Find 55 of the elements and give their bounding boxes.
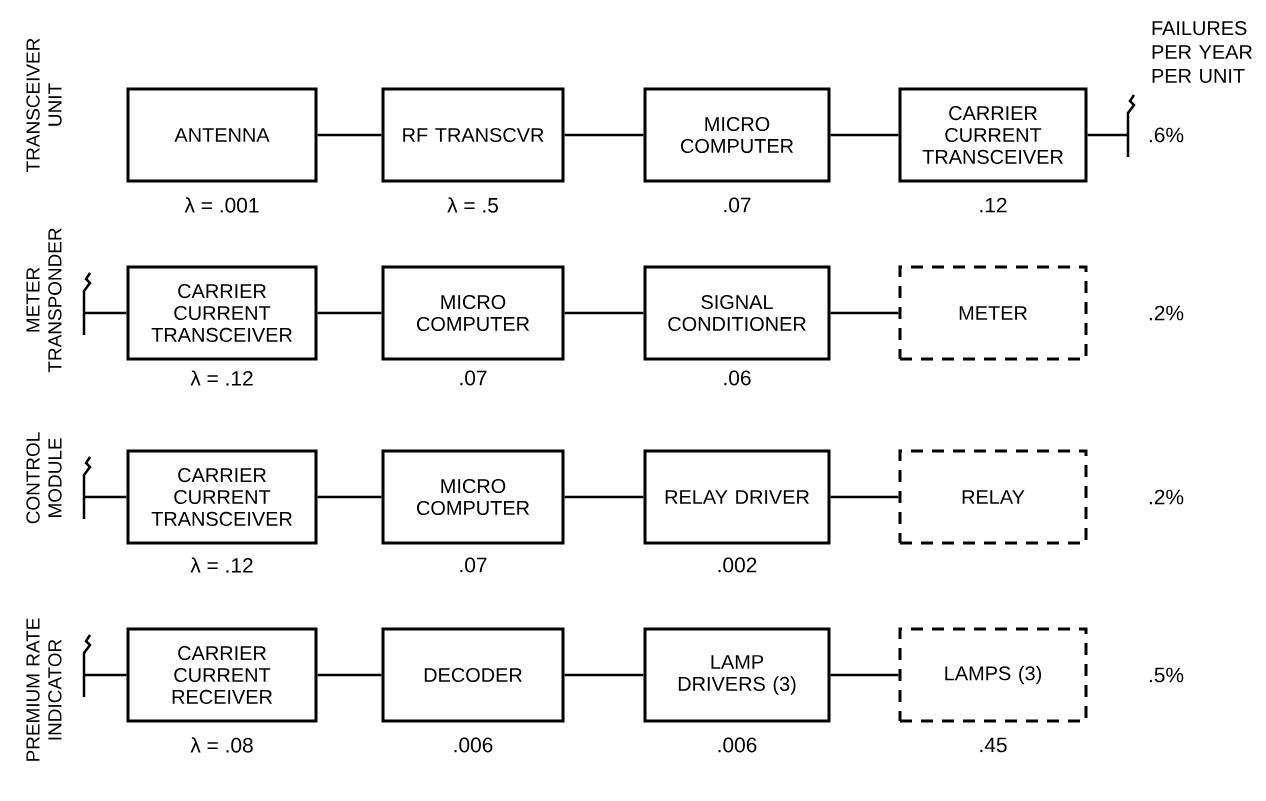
connector-line (317, 133, 382, 137)
connector-line (830, 673, 899, 677)
block-box: CARRIER CURRENT TRANSCEIVER (126, 449, 318, 545)
connector-line (317, 311, 382, 315)
connector-line (564, 673, 644, 677)
failure-percent: .6% (1149, 127, 1184, 143)
failure-rate: λ = .001 (184, 197, 259, 213)
connector-line (564, 311, 644, 315)
connector-line (564, 133, 644, 137)
connector-line (564, 495, 644, 499)
row-label: TRANSCEIVER UNIT (26, 38, 62, 172)
row-label: METER TRANSPONDER (26, 228, 62, 373)
failure-rate: λ = .12 (190, 370, 253, 386)
failure-rate: .12 (980, 197, 1007, 213)
dashed-box: RELAY (898, 449, 1088, 545)
block-box: RF TRANSCVR (381, 87, 565, 183)
failure-rate: λ = .5 (447, 197, 498, 213)
block-box: MICRO COMPUTER (381, 449, 565, 545)
connector-line (830, 133, 899, 137)
connector-line (317, 673, 382, 677)
connector-line (84, 673, 127, 677)
connector-line (1087, 133, 1128, 137)
failure-rate: .45 (980, 737, 1007, 753)
block-box: SIGNAL CONDITIONER (643, 265, 831, 361)
failure-percent: .2% (1149, 305, 1184, 321)
failure-rate: .07 (460, 557, 487, 573)
connector-line (84, 495, 127, 499)
failure-rate: .07 (724, 197, 751, 213)
row-label: CONTROL MODULE (26, 432, 62, 524)
failure-rate: λ = .12 (190, 557, 253, 573)
failure-rate: .006 (454, 737, 493, 753)
block-box: MICRO COMPUTER (643, 87, 831, 183)
failure-rate: .006 (718, 737, 757, 753)
block-box: CARRIER CURRENT TRANSCEIVER (126, 265, 318, 361)
dashed-box: LAMPS (3) (898, 627, 1088, 723)
block-box: LAMP DRIVERS (3) (643, 627, 831, 723)
connector-line (84, 311, 127, 315)
connector-line (830, 311, 899, 315)
connector-line (317, 495, 382, 499)
column-heading: FAILURES PER YEAR PER UNIT (1152, 21, 1252, 83)
block-box: DECODER (381, 627, 565, 723)
block-box: MICRO COMPUTER (381, 265, 565, 361)
block-box: CARRIER CURRENT RECEIVER (126, 627, 318, 723)
block-box: CARRIER CURRENT TRANSCEIVER (898, 87, 1088, 183)
row-label: PREMIUM RATE INDICATOR (26, 618, 62, 761)
connector-line (830, 495, 899, 499)
dashed-box: METER (898, 265, 1088, 361)
block-box: RELAY DRIVER (643, 449, 831, 545)
failure-rate: .07 (460, 370, 487, 386)
failure-rate: .002 (718, 557, 757, 573)
failure-rate: λ = .08 (190, 737, 253, 753)
failure-percent: .5% (1149, 667, 1184, 683)
block-box: ANTENNA (126, 87, 318, 183)
failure-percent: .2% (1149, 489, 1184, 505)
failure-rate: .06 (724, 370, 751, 386)
